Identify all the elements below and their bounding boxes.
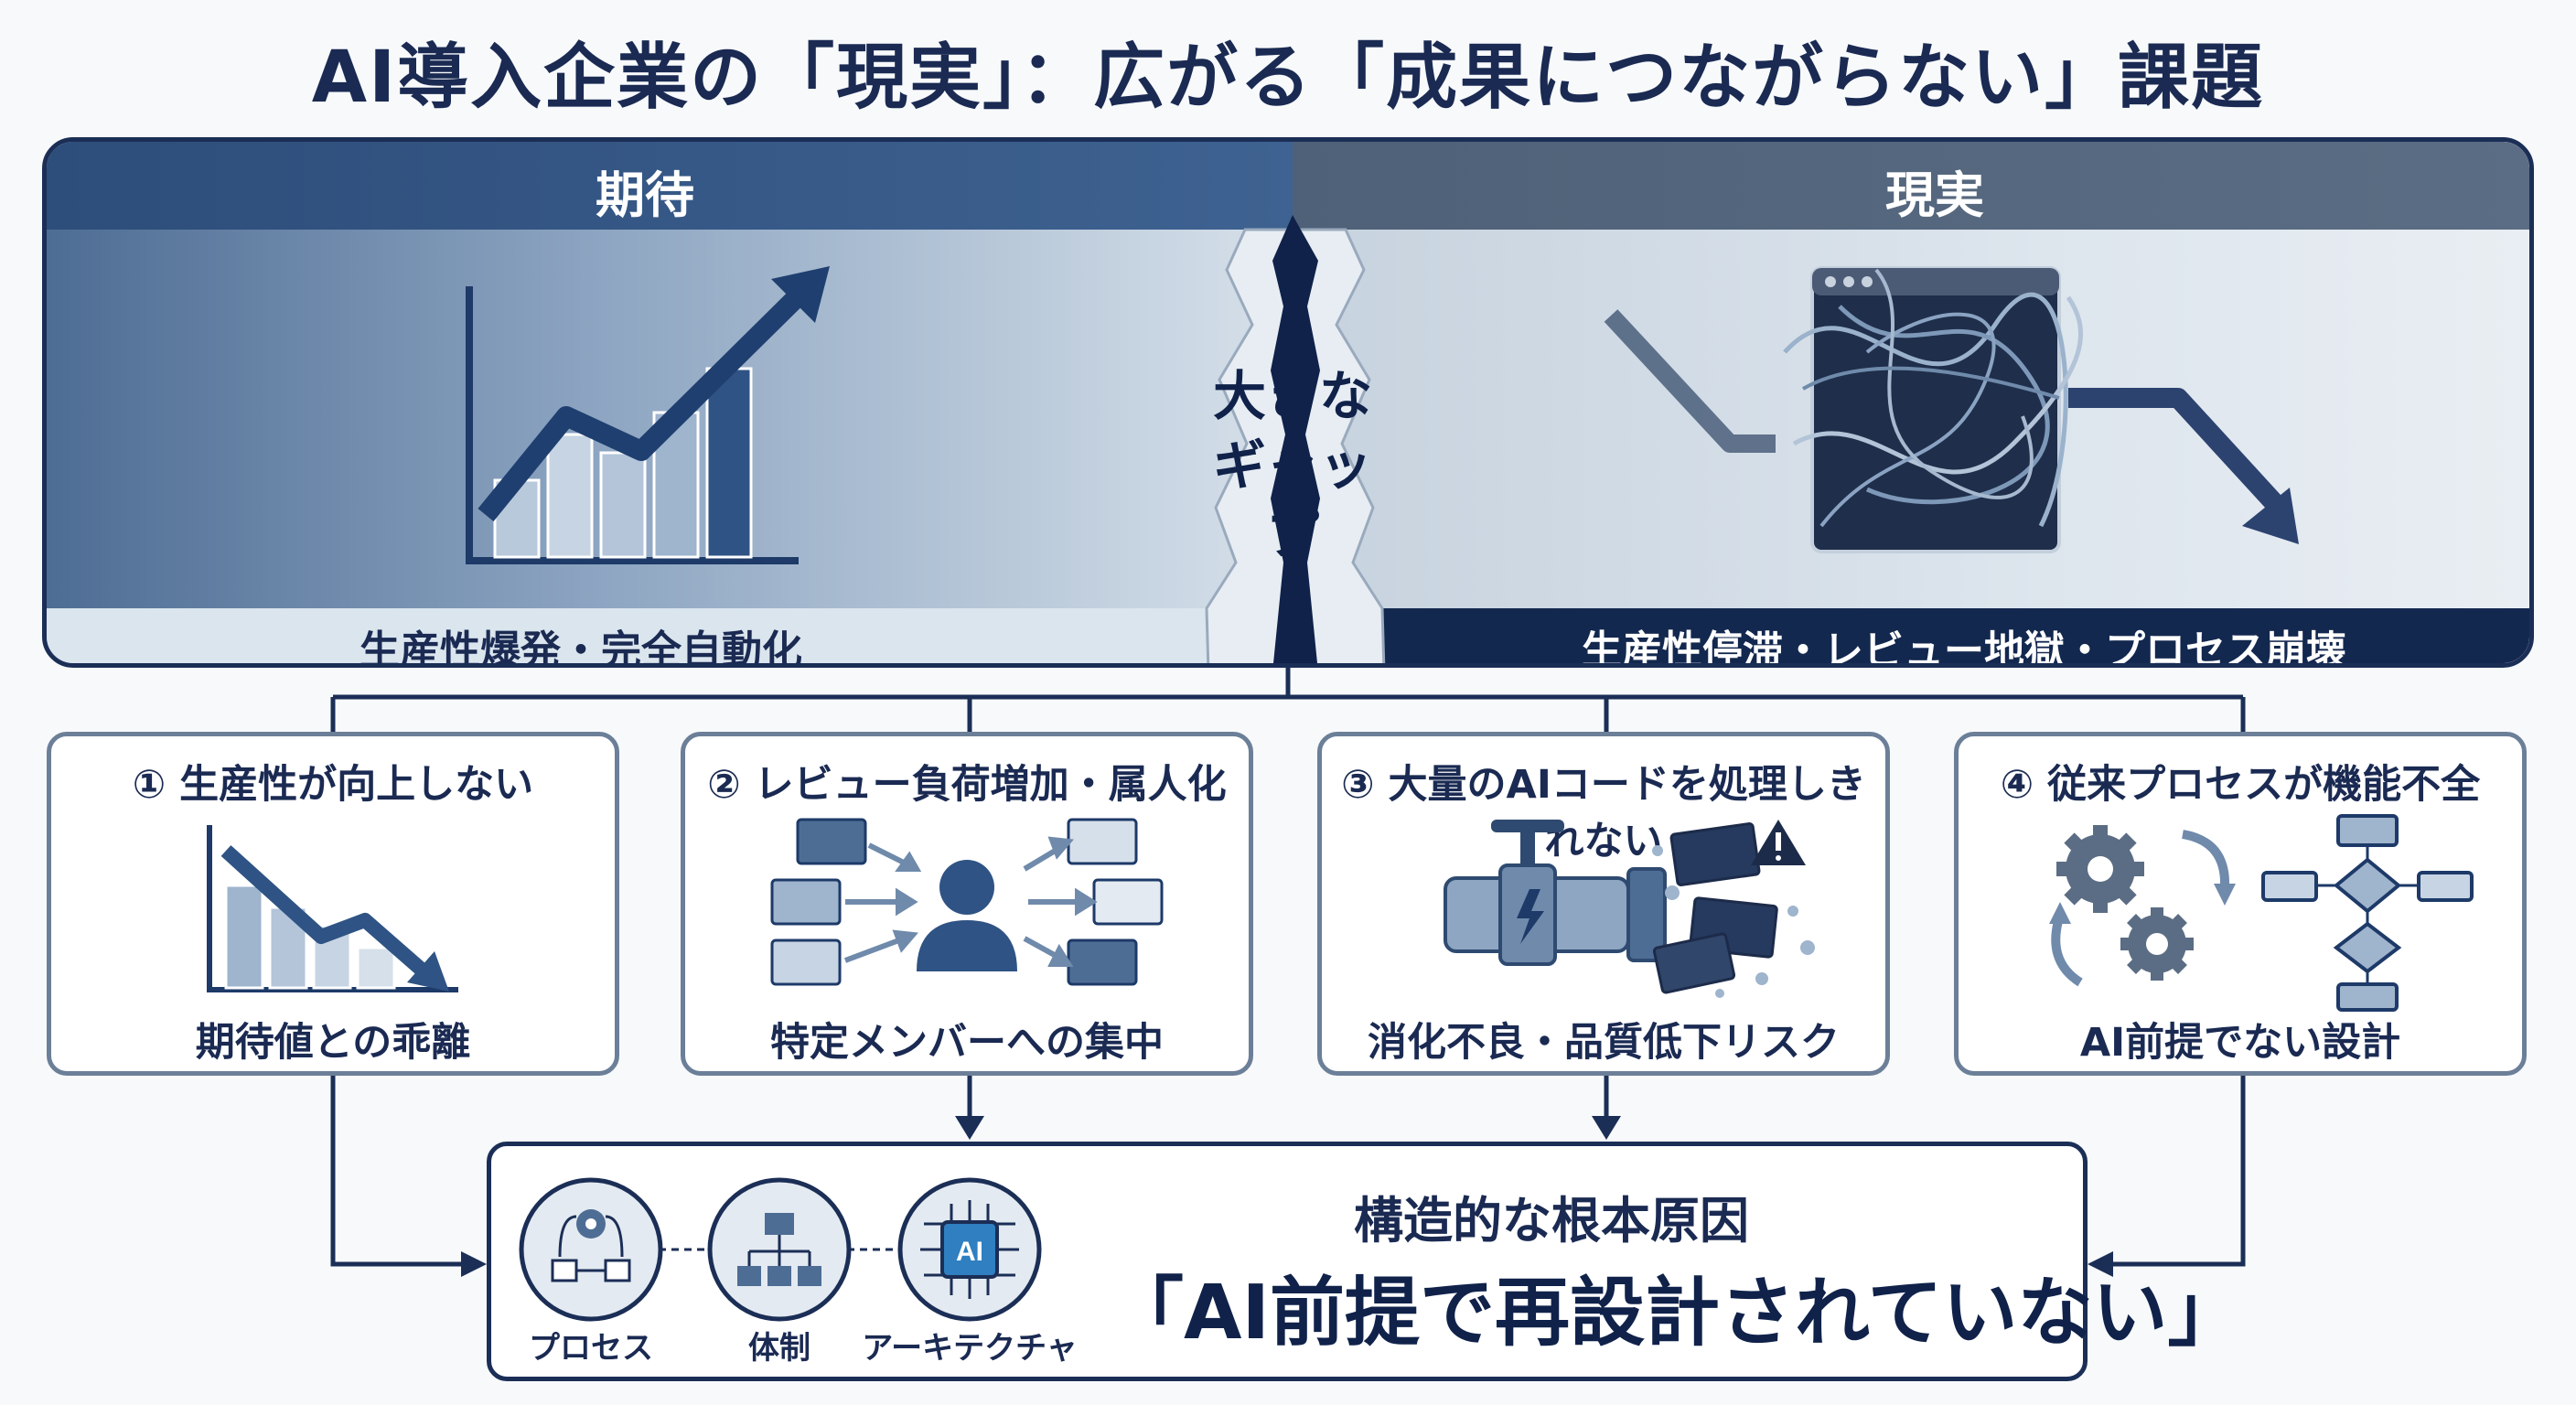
gap-label-line1: 大きな xyxy=(1212,365,1372,427)
issue-card-title: ① 生産性が向上しない xyxy=(132,762,534,808)
issue-card-caption: 特定メンバーへの集中 xyxy=(770,1020,1164,1066)
tangled-code-icon xyxy=(1783,266,2083,553)
issue-card-caption: AI前提でない設計 xyxy=(2079,1020,2401,1066)
issue-card-title: ④ 従来プロセスが機能不全 xyxy=(2000,762,2481,808)
issue-card-review-load: ② レビュー負荷増加・属人化 特定メンバーへの集中 xyxy=(681,732,1253,1076)
ai-chip-label: AI xyxy=(956,1237,983,1267)
root-cause-statement: 「AI前提で再設計されていない」 xyxy=(1109,1270,2243,1357)
rising-chart-icon xyxy=(466,215,2299,663)
page-title: AI導入企業の「現実」：広がる「成果につながらない」課題 xyxy=(311,37,2265,119)
process-cycle-icon xyxy=(519,1177,663,1322)
reality-header xyxy=(1293,142,2529,230)
expectation-caption-bar xyxy=(47,608,1293,663)
org-chart-icon xyxy=(707,1177,852,1322)
ai-chip-icon: AI xyxy=(897,1177,1042,1322)
issue-card-ai-code-overload: ③ 大量のAIコードを処理しきれない 消化不良・品質低下リスク xyxy=(1317,732,1890,1076)
reality-caption: 生産性停滞・レビュー地獄・プロセス崩壊 xyxy=(1582,627,2346,668)
issue-card-productivity: ① 生産性が向上しない 期待値との乖離 xyxy=(47,732,619,1076)
expectation-caption: 生産性爆発・完全自動化 xyxy=(360,627,802,668)
overflowing-pipe-icon xyxy=(1444,820,1815,998)
root-icon-label-organization: 体制 xyxy=(748,1330,810,1367)
gap-label-line2: ギャップ xyxy=(1212,434,1372,566)
issue-card-legacy-process: ④ 従来プロセスが機能不全 xyxy=(1954,732,2527,1076)
issue-card-title: ③ 大量のAIコードを処理しきれない xyxy=(1341,762,1866,864)
root-icon-label-process: プロセス xyxy=(529,1330,653,1367)
expectation-header xyxy=(47,142,1293,230)
declining-chart-icon xyxy=(207,825,458,992)
reality-caption-bar xyxy=(1293,608,2529,663)
gap-label: 大きな ギャップ xyxy=(1201,361,1384,570)
gears-flowchart-icon xyxy=(2049,814,2474,1012)
root-cause-subtitle: 構造的な根本原因 xyxy=(1354,1192,1749,1249)
person-bottleneck-icon xyxy=(770,818,1164,986)
expectation-vs-reality-banner: 期待 現実 xyxy=(42,137,2534,668)
issue-card-caption: 消化不良・品質低下リスク xyxy=(1368,1020,1840,1066)
issue-card-title: ② レビュー負荷増加・属人化 xyxy=(707,762,1227,808)
reality-header-label: 現実 xyxy=(1885,166,1984,224)
issue-card-caption: 期待値との乖離 xyxy=(195,1020,471,1066)
root-icon-label-architecture: アーキテクチャ xyxy=(862,1330,1078,1367)
expectation-header-label: 期待 xyxy=(596,166,694,224)
